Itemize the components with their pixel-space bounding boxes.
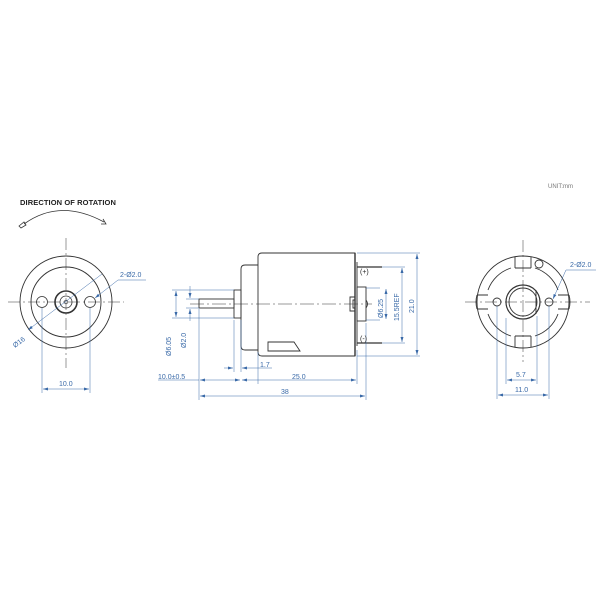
rear-hole-callout: 2-Ø2.0 xyxy=(570,262,592,269)
rotation-arrow-icon xyxy=(18,210,107,229)
rear-view xyxy=(465,240,590,362)
front-hole-spacing: 10.0 xyxy=(59,381,73,388)
unit-label: UNIT:mm xyxy=(548,184,573,190)
body-length: 25.0 xyxy=(292,374,306,381)
motor-height: 21.0 xyxy=(409,299,416,313)
rear-outer-dim: 11.0 xyxy=(515,387,529,394)
terminal-minus-label: (-) xyxy=(360,336,367,343)
shaft-dia: Ø2.0 xyxy=(181,332,188,348)
front-hole-callout: 2-Ø2.0 xyxy=(120,272,142,279)
terminal-spacing: 15.5REF xyxy=(394,293,401,321)
rear-view-dimensions xyxy=(496,269,596,399)
front-view xyxy=(8,238,124,368)
rear-inner-dim: 5.7 xyxy=(516,372,526,379)
overall-length: 38 xyxy=(281,389,289,396)
boss-length: 1.7 xyxy=(260,362,270,369)
terminal-plus-label: (+) xyxy=(360,269,369,276)
side-view xyxy=(190,252,382,357)
shaft-length: 10.0±0.5 xyxy=(158,374,186,381)
front-view-dimensions xyxy=(27,273,146,393)
side-view-dimensions xyxy=(158,252,420,400)
rear-boss-dia: Ø6.25 xyxy=(378,298,385,318)
shaft-boss-dia: Ø6.05 xyxy=(166,336,173,356)
rotation-title: DIRECTION OF ROTATION xyxy=(20,198,116,207)
